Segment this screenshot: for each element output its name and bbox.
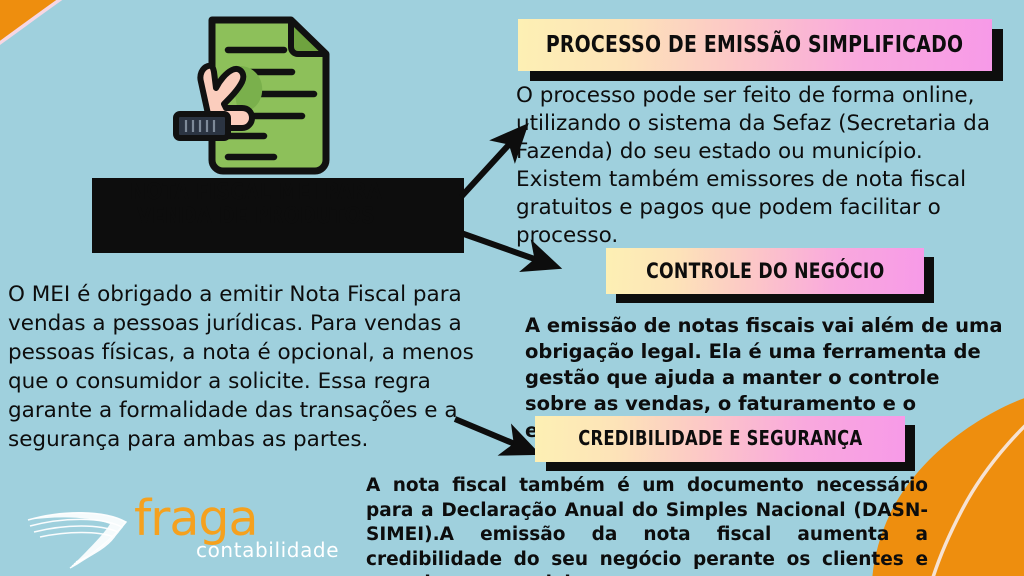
page-title: NOTA FISCAL MEI PARA VENDA DE PRODUTOS xyxy=(129,180,382,229)
title-banner: NOTA FISCAL MEI PARA VENDA DE PRODUTOS xyxy=(58,167,464,253)
section-heading-banner-credibilidade: CREDIBILIDADE E SEGURANÇA xyxy=(535,416,915,471)
logo: fraga contabilidade xyxy=(26,490,340,572)
banner-plate xyxy=(518,19,992,71)
swoosh-logo-mark xyxy=(27,511,128,569)
arrow-icon-to-processo xyxy=(458,122,529,200)
section-heading-banner-controle: CONTROLE DO NEGÓCIO xyxy=(606,248,934,303)
intro-paragraph: O MEI é obrigado a emitir Nota Fiscal pa… xyxy=(8,282,474,452)
section-heading-banner-processo: PROCESSO DE EMISSÃO SIMPLIFICADO xyxy=(518,19,1003,81)
logo-tagline: contabilidade xyxy=(196,538,340,562)
section-body-controle: A emissão de notas fiscais vai além de u… xyxy=(525,314,1003,442)
document-with-hand-icon xyxy=(173,16,330,175)
logo-wordmark: fraga xyxy=(134,490,259,547)
section-heading-credibilidade: CREDIBILIDADE E SEGURANÇA xyxy=(577,426,863,451)
banner-plate xyxy=(535,416,905,462)
banner-shadow xyxy=(92,178,464,253)
section-heading-processo: PROCESSO DE EMISSÃO SIMPLIFICADO xyxy=(546,31,964,58)
section-body-processo: O processo pode ser feito de forma onlin… xyxy=(516,83,990,248)
section-heading-controle: CONTROLE DO NEGÓCIO xyxy=(645,258,885,283)
banner-plate xyxy=(606,248,924,294)
section-body-credibilidade: A nota fiscal também é um documento nece… xyxy=(366,475,928,576)
